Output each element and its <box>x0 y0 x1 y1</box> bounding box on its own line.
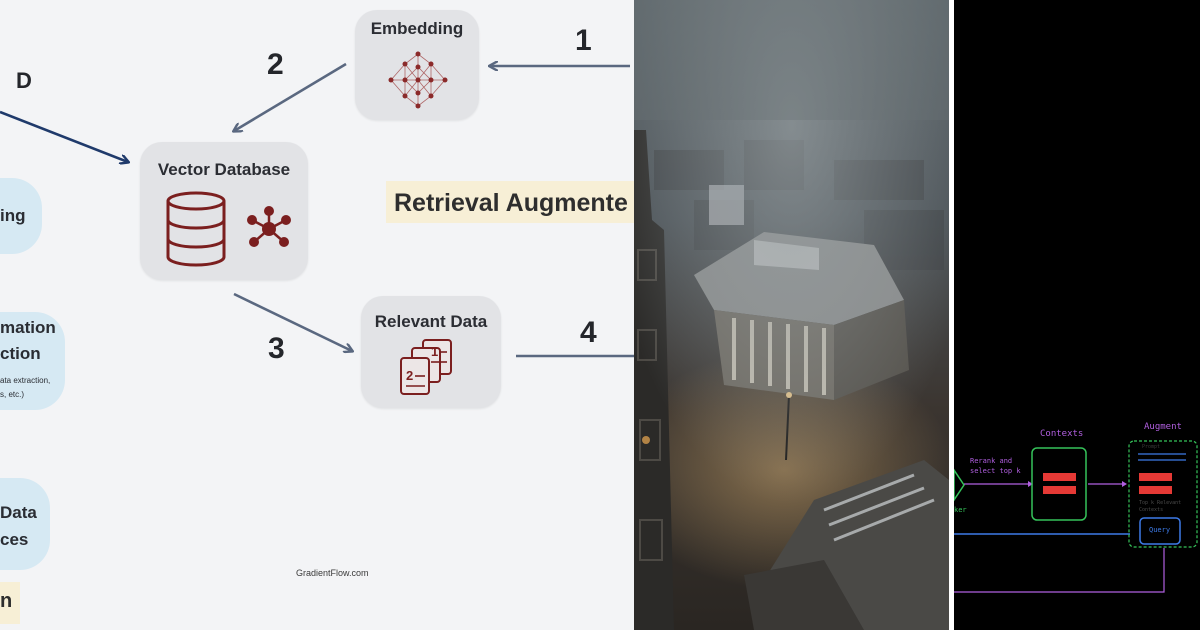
pill-bottom <box>0 478 50 570</box>
pill-middle-small1: ata extraction, <box>0 376 51 385</box>
banner-text: Retrieval Augmente <box>394 189 628 217</box>
documents-icon: 12 <box>400 339 452 395</box>
svg-text:1: 1 <box>431 344 438 359</box>
rerank-line1: Rerank and <box>970 457 1013 465</box>
city-aerial-image <box>634 0 949 630</box>
graph-network-icon <box>247 206 291 247</box>
step-number-1: 1 <box>575 24 592 57</box>
pipeline-lines <box>954 440 1198 593</box>
database-icon <box>166 191 226 267</box>
pill-middle-small2: s, etc.) <box>0 390 25 399</box>
arrow-3-to-relevant-data <box>233 292 352 351</box>
corner-tag-text: n <box>0 590 13 612</box>
step-number-4: 4 <box>580 316 597 349</box>
faint-topk-text: Top k Relevant <box>1139 500 1182 506</box>
pill-top <box>0 178 42 254</box>
vector-database-title: Vector Database <box>157 160 291 179</box>
svg-text:2: 2 <box>406 368 413 383</box>
contexts-label: Contexts <box>1040 429 1084 439</box>
pill-top-text: ing <box>0 206 26 225</box>
pill-middle <box>0 312 65 410</box>
embedding-node: Embedding <box>355 10 479 120</box>
step-number-3: 3 <box>268 332 285 365</box>
embedding-title: Embedding <box>370 19 464 38</box>
neural-network-icon <box>388 51 448 109</box>
credit-text: GradientFlow.com <box>296 568 369 578</box>
rerank-line2: select top k <box>970 467 1021 475</box>
faint-prompt-text: Prompt <box>1142 444 1161 450</box>
vector-database-node: Vector Database <box>140 142 308 280</box>
foggy-city-photo <box>634 0 949 630</box>
augment-label: Augment <box>1144 422 1182 432</box>
corner-tag: n <box>0 582 20 624</box>
relevant-data-title: Relevant Data <box>374 312 488 331</box>
retrieval-augmented-banner: Retrieval Augmente <box>386 181 634 223</box>
rag-diagram-panel: Embedding Vector Database <box>0 0 634 630</box>
arrow-2-to-vector-db <box>234 62 347 131</box>
pipeline-dark-panel: Contexts Augment Rerank and select top k… <box>954 0 1200 630</box>
pill-bottom-line1: Data <box>0 503 37 522</box>
step-number-2: 2 <box>267 48 284 81</box>
pill-bottom-line2: ces <box>0 530 29 549</box>
arrow-into-vector-db <box>0 110 128 162</box>
partial-label-d: D <box>16 68 32 93</box>
diagram-arrows <box>0 0 634 358</box>
partial-left-label: ker <box>954 506 967 514</box>
pill-middle-line1: mation <box>0 318 56 337</box>
query-label: Query <box>1149 526 1171 534</box>
faint-contexts-text: Contexts <box>1139 507 1164 513</box>
pill-middle-line2: ction <box>0 344 41 363</box>
